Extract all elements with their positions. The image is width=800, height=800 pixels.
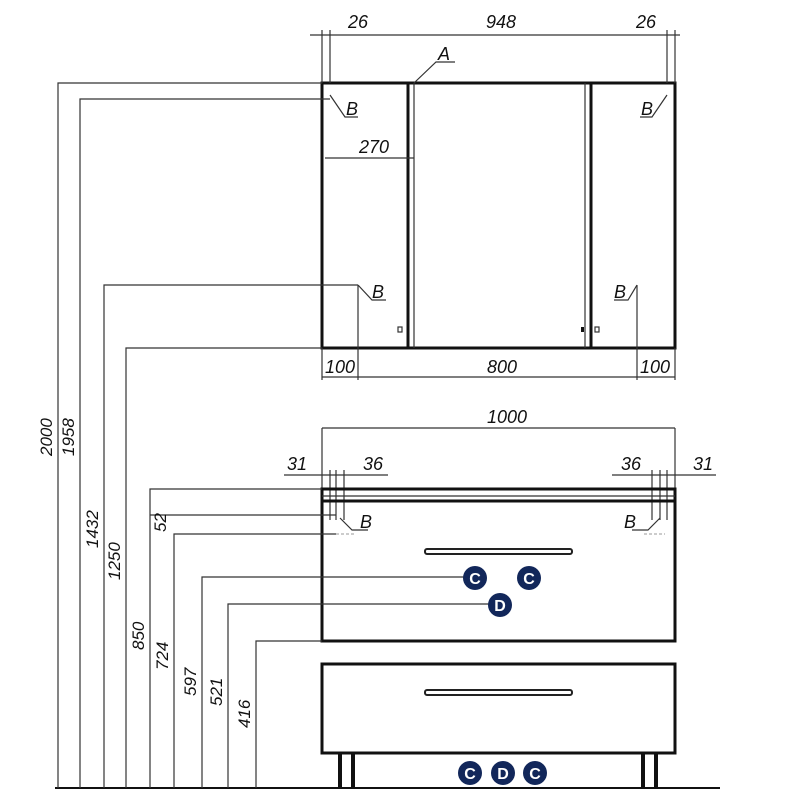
- vanity-upper-drawer: [320, 499, 677, 643]
- label-b1: B: [346, 99, 358, 119]
- dim-vanity-width: 1000: [487, 407, 527, 427]
- dim-h597: 597: [181, 667, 200, 696]
- marker-c3: C: [458, 761, 482, 785]
- dim-h1432: 1432: [83, 510, 102, 548]
- label-b-right: B: [624, 512, 636, 532]
- vanity-width-dimension: 1000: [321, 407, 676, 490]
- height-dimension-labels: 2000 1958 1432 1250 850 52 724 597 521 4…: [37, 418, 254, 728]
- dim-right-31: 31: [693, 454, 713, 474]
- dim-h850: 850: [129, 621, 148, 650]
- dim-h1958: 1958: [59, 418, 78, 456]
- label-b-left: B: [360, 512, 372, 532]
- svg-text:D: D: [497, 766, 509, 783]
- dim-side-right: 26: [635, 12, 657, 32]
- dim-h2000: 2000: [37, 418, 56, 457]
- dim-h1250: 1250: [105, 542, 124, 580]
- connection-markers: C C D C D C: [458, 566, 547, 785]
- marker-c2: C: [517, 566, 541, 590]
- height-dimension-lines: [57, 82, 492, 788]
- dim-middle: 948: [486, 12, 516, 32]
- svg-text:C: C: [469, 571, 481, 588]
- label-a: A: [437, 44, 450, 64]
- dim-left-36: 36: [363, 454, 384, 474]
- label-b2: B: [641, 99, 653, 119]
- mirror-top-dimensions: 26 948 26: [310, 12, 680, 83]
- svg-text:C: C: [523, 571, 535, 588]
- dim-bottom-mid: 800: [487, 357, 517, 377]
- mirror-cabinet: [320, 81, 677, 350]
- dim-52: 52: [151, 513, 170, 532]
- vanity-legs: [338, 753, 658, 788]
- vanity-small-dimensions: 31 36 36 31: [284, 454, 716, 520]
- marker-c4: C: [523, 761, 547, 785]
- dim-door-width: 270: [358, 137, 389, 157]
- marker-c1: C: [463, 566, 487, 590]
- dim-h724: 724: [153, 642, 172, 670]
- mirror-b-leaders: B B B B: [329, 94, 668, 302]
- svg-text:C: C: [529, 766, 541, 783]
- mirror-bottom-dimensions: 100 800 100: [321, 285, 676, 380]
- dim-side-left: 26: [347, 12, 369, 32]
- vanity-countertop: [320, 487, 677, 503]
- dim-h521: 521: [207, 678, 226, 706]
- dim-bottom-left: 100: [325, 357, 355, 377]
- label-b3: B: [372, 282, 384, 302]
- dim-bottom-right: 100: [640, 357, 670, 377]
- svg-text:D: D: [494, 598, 506, 615]
- marker-d1: D: [488, 593, 512, 617]
- dim-right-36: 36: [621, 454, 642, 474]
- leader-a: A: [413, 44, 455, 84]
- label-b4: B: [614, 282, 626, 302]
- dim-left-31: 31: [287, 454, 307, 474]
- vanity-lower-drawer: [320, 662, 677, 755]
- dim-door-width-group: 270: [325, 137, 414, 159]
- marker-d2: D: [491, 761, 515, 785]
- dim-h416: 416: [235, 699, 254, 728]
- vanity-b-leaders: B B: [339, 512, 661, 532]
- svg-text:C: C: [464, 766, 476, 783]
